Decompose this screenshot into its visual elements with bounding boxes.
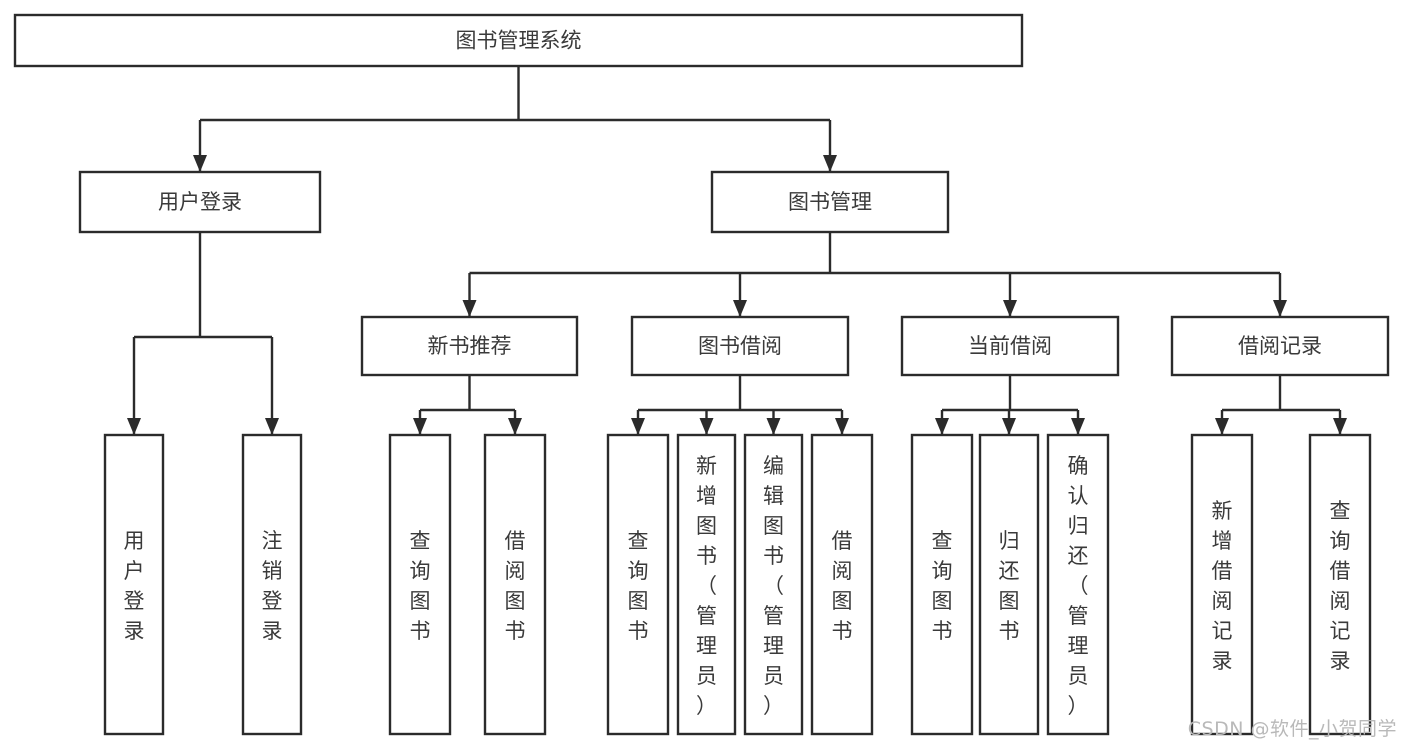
node-book-borrow-label: 图书借阅 xyxy=(698,334,782,358)
node-book-management-label: 图书管理 xyxy=(788,190,872,214)
arrow-head-icon xyxy=(835,418,849,435)
node-leaf-borrow-book-rec-box[interactable] xyxy=(483,433,547,736)
node-leaf-add-book-admin[interactable]: 新增图书（管理员） xyxy=(676,433,737,736)
node-leaf-query-book-current-box[interactable] xyxy=(910,433,974,736)
node-book-management[interactable]: 图书管理 xyxy=(710,170,950,234)
node-leaf-add-borrow-record-label: 新增借阅记录 xyxy=(1212,499,1233,673)
node-current-borrow-label: 当前借阅 xyxy=(968,334,1052,358)
arrow-head-icon xyxy=(1273,300,1287,317)
node-user-login[interactable]: 用户登录 xyxy=(78,170,322,234)
node-leaf-borrow-book[interactable]: 借阅图书 xyxy=(810,433,874,736)
node-leaf-confirm-return-admin-label: 确认归还（管理员） xyxy=(1068,454,1089,718)
node-new-book-recommend-label: 新书推荐 xyxy=(428,334,512,358)
node-root[interactable]: 图书管理系统 xyxy=(13,13,1024,68)
node-leaf-query-book-rec[interactable]: 查询图书 xyxy=(388,433,452,736)
node-user-login-box[interactable] xyxy=(78,170,322,234)
node-root-label: 图书管理系统 xyxy=(456,29,582,53)
node-leaf-user-login-box[interactable] xyxy=(103,433,165,736)
arrow-head-icon xyxy=(508,418,522,435)
arrow-head-icon xyxy=(413,418,427,435)
node-leaf-return-book-label: 归还图书 xyxy=(999,529,1020,643)
node-leaf-query-borrow-record-box[interactable] xyxy=(1308,433,1372,736)
node-leaf-confirm-return-admin-box[interactable] xyxy=(1046,433,1110,736)
node-leaf-user-login[interactable]: 用户登录 xyxy=(103,433,165,736)
node-book-borrow[interactable]: 图书借阅 xyxy=(630,315,850,377)
node-leaf-query-book-current-label: 查询图书 xyxy=(932,529,953,643)
arrow-head-icon xyxy=(823,155,837,172)
arrow-head-icon xyxy=(766,418,781,435)
arrow-head-icon xyxy=(1002,418,1016,435)
node-leaf-edit-book-admin-box[interactable] xyxy=(743,433,804,736)
arrow-head-icon xyxy=(935,418,949,435)
node-new-book-recommend[interactable]: 新书推荐 xyxy=(360,315,579,377)
node-root-box[interactable] xyxy=(13,13,1024,68)
node-borrow-record-box[interactable] xyxy=(1170,315,1390,377)
arrow-head-icon xyxy=(631,418,645,435)
node-leaf-query-book-current[interactable]: 查询图书 xyxy=(910,433,974,736)
node-leaf-return-book[interactable]: 归还图书 xyxy=(978,433,1040,736)
arrow-head-icon xyxy=(127,418,141,435)
node-book-management-box[interactable] xyxy=(710,170,950,234)
arrow-head-icon xyxy=(1003,300,1017,317)
arrow-head-icon xyxy=(193,155,207,172)
node-leaf-borrow-book-rec-label: 借阅图书 xyxy=(505,529,526,643)
node-leaf-borrow-book-box[interactable] xyxy=(810,433,874,736)
node-user-login-label: 用户登录 xyxy=(158,190,242,214)
node-leaf-edit-book-admin[interactable]: 编辑图书（管理员） xyxy=(743,433,804,736)
nodes-layer: 图书管理系统用户登录图书管理新书推荐图书借阅当前借阅借阅记录用户登录注销登录查询… xyxy=(13,13,1390,736)
node-leaf-add-book-admin-box[interactable] xyxy=(676,433,737,736)
node-leaf-add-borrow-record[interactable]: 新增借阅记录 xyxy=(1190,433,1254,736)
node-borrow-record-label: 借阅记录 xyxy=(1238,334,1322,358)
arrow-head-icon xyxy=(1215,418,1229,435)
node-leaf-query-book-borrow-label: 查询图书 xyxy=(628,529,649,643)
node-leaf-logout-login-label: 注销登录 xyxy=(262,529,283,643)
node-leaf-query-borrow-record[interactable]: 查询借阅记录 xyxy=(1308,433,1372,736)
connectors-layer xyxy=(127,66,1347,435)
node-leaf-add-borrow-record-box[interactable] xyxy=(1190,433,1254,736)
node-leaf-logout-login[interactable]: 注销登录 xyxy=(241,433,303,736)
arrow-head-icon xyxy=(462,300,477,317)
node-leaf-borrow-book-rec[interactable]: 借阅图书 xyxy=(483,433,547,736)
arrow-head-icon xyxy=(699,418,714,435)
arrow-head-icon xyxy=(265,418,279,435)
node-leaf-query-book-rec-box[interactable] xyxy=(388,433,452,736)
node-leaf-logout-login-box[interactable] xyxy=(241,433,303,736)
node-leaf-query-book-borrow[interactable]: 查询图书 xyxy=(606,433,670,736)
node-borrow-record[interactable]: 借阅记录 xyxy=(1170,315,1390,377)
node-leaf-user-login-label: 用户登录 xyxy=(124,529,145,643)
node-leaf-confirm-return-admin[interactable]: 确认归还（管理员） xyxy=(1046,433,1110,736)
node-new-book-recommend-box[interactable] xyxy=(360,315,579,377)
arrow-head-icon xyxy=(733,300,747,317)
arrow-head-icon xyxy=(1071,418,1085,435)
node-leaf-query-book-borrow-box[interactable] xyxy=(606,433,670,736)
node-book-borrow-box[interactable] xyxy=(630,315,850,377)
node-leaf-edit-book-admin-label: 编辑图书（管理员） xyxy=(763,454,784,718)
node-current-borrow-box[interactable] xyxy=(900,315,1120,377)
arrow-head-icon xyxy=(1333,418,1347,435)
node-current-borrow[interactable]: 当前借阅 xyxy=(900,315,1120,377)
node-leaf-borrow-book-label: 借阅图书 xyxy=(832,529,853,643)
node-leaf-query-book-rec-label: 查询图书 xyxy=(410,529,431,643)
node-leaf-add-book-admin-label: 新增图书（管理员） xyxy=(696,454,717,718)
node-leaf-return-book-box[interactable] xyxy=(978,433,1040,736)
node-leaf-query-borrow-record-label: 查询借阅记录 xyxy=(1330,499,1351,673)
